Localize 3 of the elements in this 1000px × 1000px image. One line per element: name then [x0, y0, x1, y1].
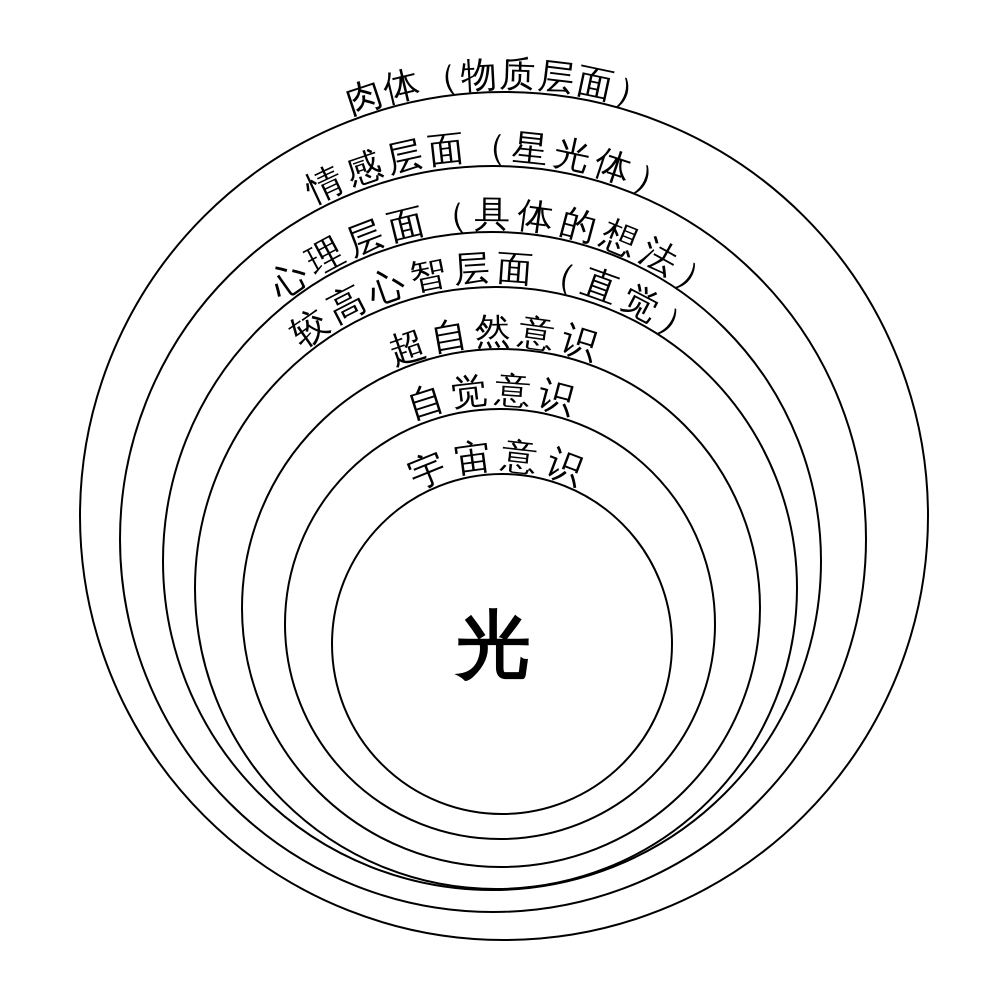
circle-label: 肉体（物质层面）: [340, 53, 658, 122]
center-label: 光: [456, 608, 530, 682]
circle-label: 宇宙意识: [402, 434, 596, 498]
